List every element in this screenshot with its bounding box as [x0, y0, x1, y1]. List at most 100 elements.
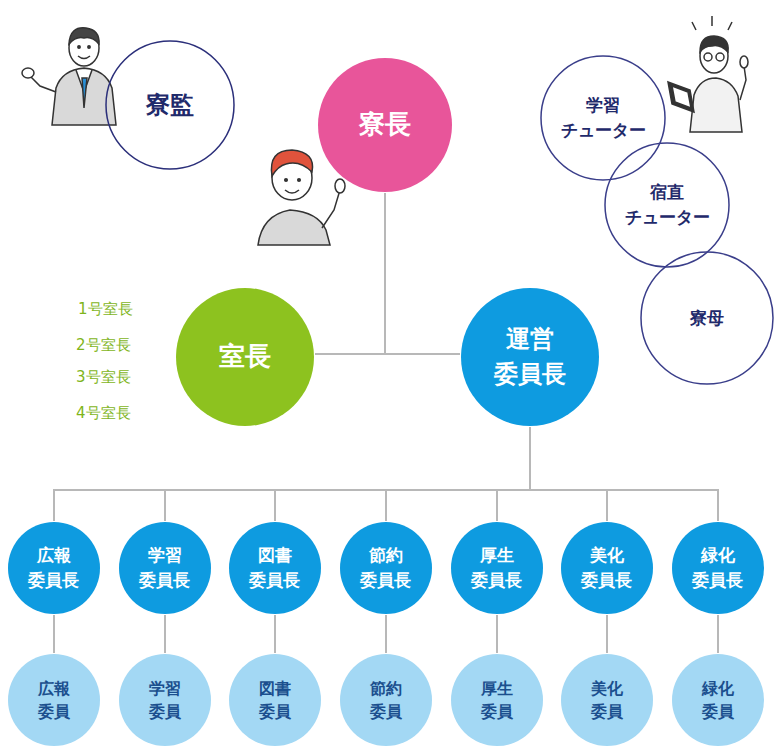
circle-outline	[540, 55, 666, 181]
role-circle-filled: 学習 委員	[118, 653, 212, 747]
node-label: 図書 委員	[248, 677, 302, 723]
connector-line	[53, 615, 55, 653]
circle-shape	[318, 58, 452, 192]
supervisor-figure	[22, 28, 116, 125]
role-circle-filled: 図書 委員長	[228, 521, 322, 615]
node-label: 寮監	[134, 88, 206, 123]
node-label: 美化 委員	[580, 677, 634, 723]
circle-shape	[451, 522, 543, 614]
node-label: 寮長	[346, 106, 424, 144]
node-label: 寮母	[682, 306, 733, 331]
node-label: 緑化 委員長	[689, 543, 747, 592]
circle-shape	[641, 252, 773, 384]
node-label: 広報 委員	[27, 677, 81, 723]
tutor-figure	[668, 16, 748, 132]
circle-shape	[561, 654, 653, 746]
node-label: 厚生 委員	[470, 677, 524, 723]
node-label: 宿直 チューター	[622, 180, 712, 229]
role-circle-filled: 学習 委員長	[118, 521, 212, 615]
connector-line	[385, 193, 460, 354]
room-label: 1号室長	[78, 300, 133, 319]
connector-line	[54, 427, 530, 521]
connector-line	[274, 615, 276, 653]
circle-shape	[561, 522, 653, 614]
connector-line	[717, 615, 719, 653]
circle-shape	[8, 654, 100, 746]
connector-line	[275, 427, 530, 521]
node-label: 広報 委員長	[25, 543, 83, 592]
connector-line	[530, 427, 718, 521]
connector-line	[497, 427, 530, 521]
role-circle-filled: 節約 委員	[339, 653, 433, 747]
role-circle-filled: 寮長	[317, 57, 453, 193]
role-circle-filled: 運営 委員長	[460, 287, 600, 427]
node-label: 室長	[206, 338, 284, 376]
connector-line	[606, 615, 608, 653]
circle-shape	[451, 654, 543, 746]
circle-outline	[228, 653, 322, 747]
circle-shape	[672, 522, 764, 614]
role-circle-filled: 図書 委員	[228, 653, 322, 747]
circle-outline	[118, 653, 212, 747]
circle-outline	[560, 653, 654, 747]
role-circle: 寮監	[105, 40, 235, 170]
circle-shape	[229, 522, 321, 614]
connector-line	[385, 615, 387, 653]
node-label: 美化 委員長	[578, 543, 636, 592]
circle-outline	[339, 521, 433, 615]
role-circle: 宿直 チューター	[604, 142, 730, 268]
circle-shape	[541, 56, 665, 180]
circle-outline	[604, 142, 730, 268]
connector-line	[165, 427, 530, 521]
circle-shape	[229, 654, 321, 746]
role-circle-filled: 厚生 委員	[450, 653, 544, 747]
circle-outline	[671, 521, 765, 615]
connector-line	[496, 615, 498, 653]
circle-outline	[7, 653, 101, 747]
node-label: 運営 委員長	[489, 322, 571, 392]
room-label: 4号室長	[76, 404, 131, 423]
role-circle-filled: 広報 委員	[7, 653, 101, 747]
role-circle-filled: 美化 委員長	[560, 521, 654, 615]
node-label: 図書 委員長	[246, 543, 304, 592]
node-label: 学習 委員	[138, 677, 192, 723]
circle-outline	[560, 521, 654, 615]
role-circle-filled: 緑化 委員長	[671, 521, 765, 615]
node-label: 節約 委員長	[357, 543, 415, 592]
circle-shape	[119, 522, 211, 614]
connector-line	[530, 427, 607, 521]
circle-outline	[7, 521, 101, 615]
node-label: 節約 委員	[359, 677, 413, 723]
circle-outline	[450, 521, 544, 615]
circle-shape	[106, 41, 234, 169]
circle-shape	[672, 654, 764, 746]
room-label: 2号室長	[76, 336, 131, 355]
role-circle-filled: 美化 委員	[560, 653, 654, 747]
room-label: 3号室長	[76, 368, 131, 387]
circle-shape	[340, 654, 432, 746]
role-circle-filled: 広報 委員長	[7, 521, 101, 615]
connector-line	[315, 193, 385, 354]
circle-shape	[340, 522, 432, 614]
circle-shape	[119, 654, 211, 746]
node-label: 厚生 委員長	[468, 543, 526, 592]
role-circle-filled: 節約 委員長	[339, 521, 433, 615]
connector-line	[164, 615, 166, 653]
circle-shape	[461, 288, 599, 426]
node-label: 学習 チューター	[558, 93, 648, 142]
circle-outline	[450, 653, 544, 747]
node-label: 緑化 委員	[691, 677, 745, 723]
role-circle: 寮母	[640, 251, 774, 385]
role-circle-filled: 室長	[175, 287, 315, 427]
circle-outline	[339, 653, 433, 747]
circle-outline	[671, 653, 765, 747]
circle-shape	[8, 522, 100, 614]
role-circle-filled: 緑化 委員	[671, 653, 765, 747]
circle-outline	[118, 521, 212, 615]
role-circle: 学習 チューター	[540, 55, 666, 181]
circle-outline	[460, 287, 600, 427]
connector-line	[386, 427, 530, 521]
role-circle-filled: 厚生 委員長	[450, 521, 544, 615]
circle-outline	[228, 521, 322, 615]
circle-shape	[605, 143, 729, 267]
